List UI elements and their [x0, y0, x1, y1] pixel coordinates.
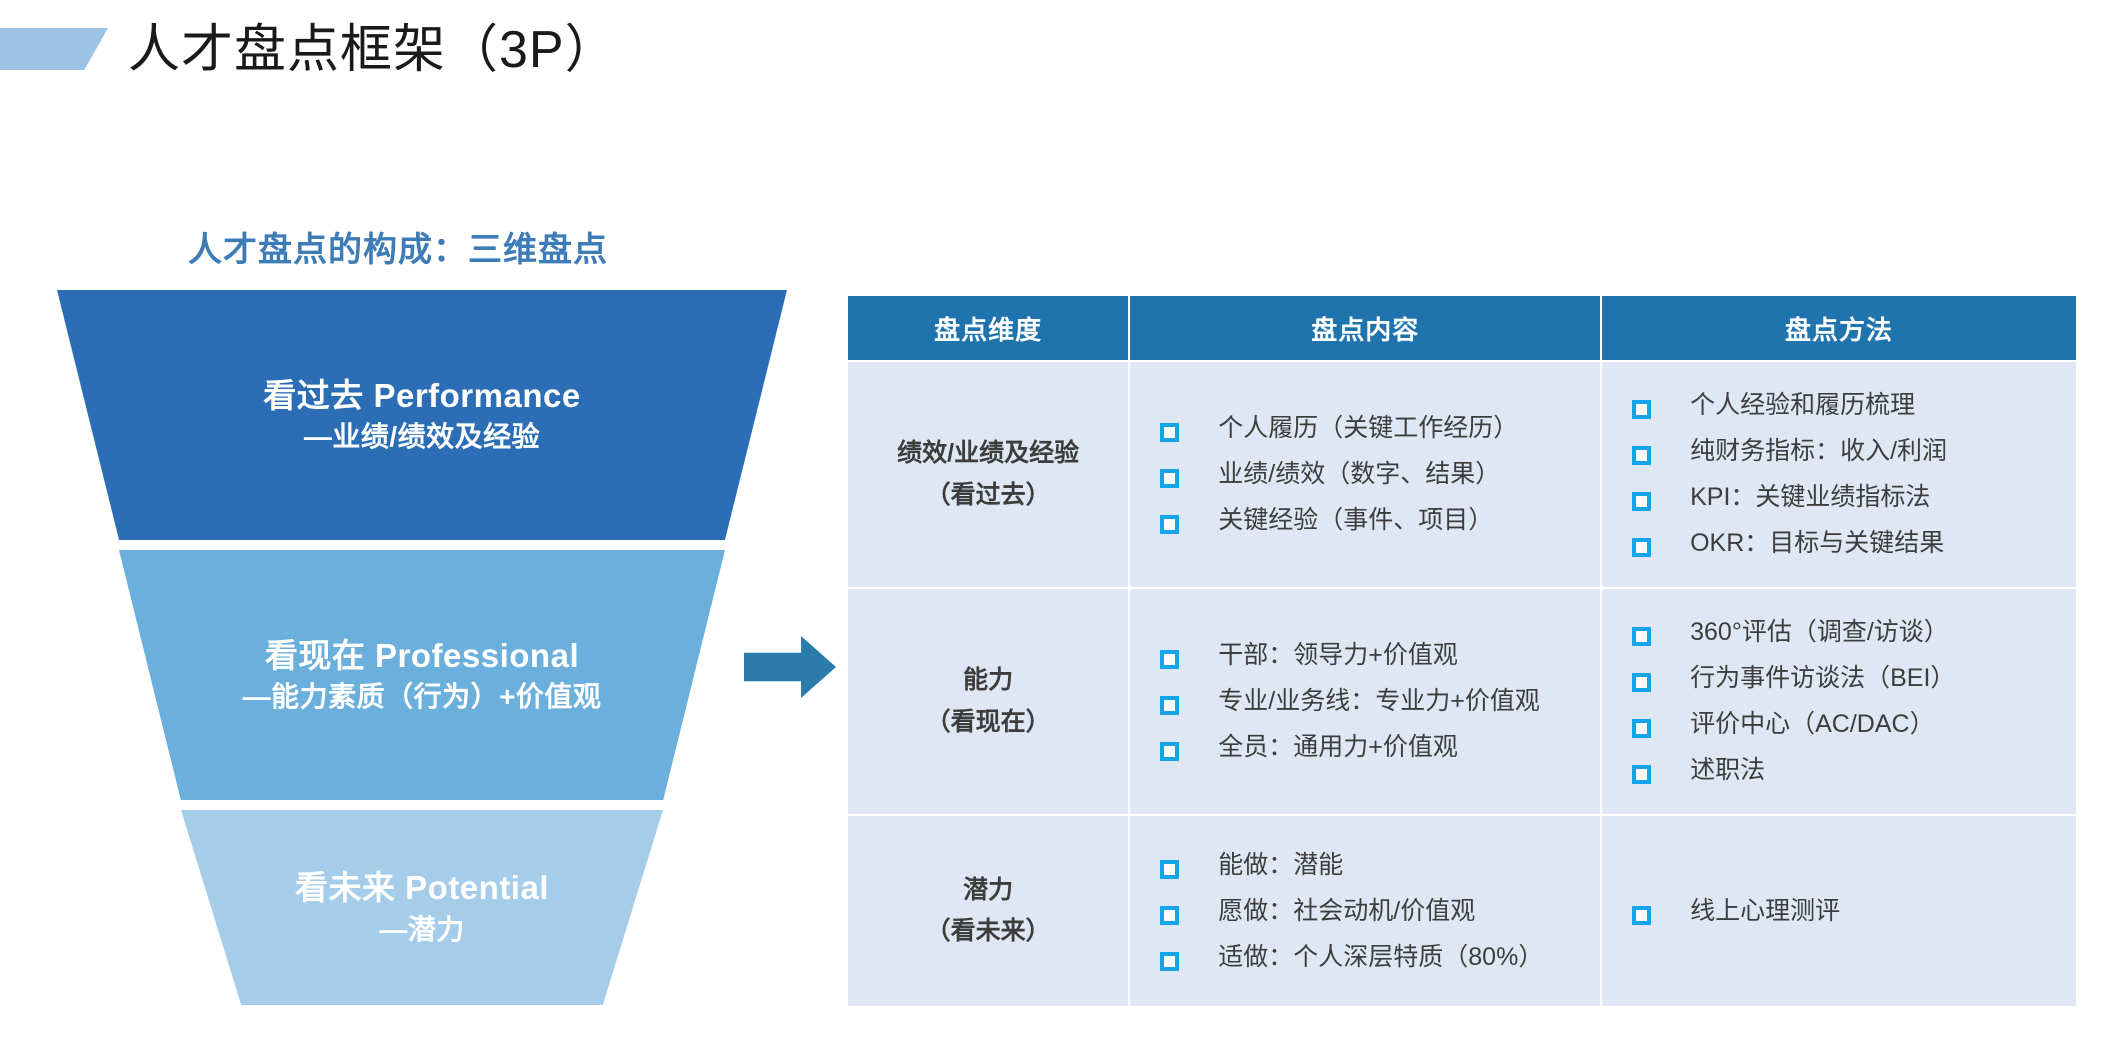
square-bullet-icon [1632, 627, 1652, 646]
list-item: 360°评估（调查/访谈） [1632, 616, 2066, 649]
list-item-label: 个人履历（关键工作经历） [1218, 414, 1519, 442]
square-bullet-icon [1632, 446, 1652, 465]
method-bullet-list: 线上心理测评 [1602, 895, 2076, 928]
funnel-diagram: 看过去 Performance —业绩/绩效及经验 看现在 Profession… [0, 290, 820, 1005]
list-item-label: 评价中心（AC/DAC） [1690, 710, 1935, 738]
square-bullet-icon [1632, 492, 1652, 511]
square-bullet-icon [1632, 719, 1652, 738]
square-bullet-icon [1160, 515, 1180, 534]
square-bullet-icon [1160, 905, 1180, 925]
column-header-content: 盘点内容 [1130, 296, 1601, 360]
list-item-label: 干部：领导力+价值观 [1218, 641, 1458, 669]
column-header-method: 盘点方法 [1602, 296, 2076, 360]
list-item-label: 关键经验（事件、项目） [1218, 506, 1494, 534]
list-item-label: 360°评估（调查/访谈） [1690, 618, 1949, 646]
square-bullet-icon [1160, 696, 1180, 715]
list-item: 干部：领导力+价值观 [1160, 639, 1590, 672]
square-bullet-icon [1632, 673, 1652, 692]
list-item: 述职法 [1632, 754, 2066, 787]
list-item-label: 全员：通用力+价值观 [1218, 733, 1458, 761]
cell-dimension: 绩效/业绩及经验 （看过去） [848, 362, 1129, 587]
list-item-label: 适做：个人深层特质（80%） [1218, 942, 1544, 971]
list-item: 关键经验（事件、项目） [1160, 504, 1590, 537]
square-bullet-icon [1160, 859, 1180, 879]
funnel-segment-professional: 看现在 Professional —能力素质（行为）+价值观 [119, 550, 725, 800]
list-item: 业绩/绩效（数字、结果） [1160, 458, 1590, 491]
dimension-line-2: （看现在） [925, 707, 1051, 736]
dimension-line-1: 绩效/业绩及经验 [897, 439, 1080, 468]
table-row: 能力 （看现在） 干部：领导力+价值观 专业/业务线：专业力+价值观 全员：通用… [848, 589, 2076, 814]
dimension-line-1: 能力 [963, 666, 1014, 695]
page-title: 人才盘点框架（3P） [128, 21, 618, 79]
cell-method: 360°评估（调查/访谈） 行为事件访谈法（BEI） 评价中心（AC/DAC） … [1602, 589, 2076, 814]
funnel-segment-title: 看未来 Potential [294, 869, 550, 907]
dimension-line-2: （看未来） [925, 917, 1051, 945]
funnel-segment-subtitle: —能力素质（行为）+价值观 [242, 681, 602, 713]
method-bullet-list: 个人经验和履历梳理 纯财务指标：收入/利润 KPI：关键业绩指标法 OKR：目标… [1602, 362, 2076, 587]
funnel-segment-title: 看过去 Performance [263, 376, 581, 414]
square-bullet-icon [1160, 742, 1180, 761]
list-item-label: 愿做：社会动机/价值观 [1218, 896, 1476, 925]
funnel-segment-subtitle: —潜力 [379, 913, 465, 945]
cell-content: 干部：领导力+价值观 专业/业务线：专业力+价值观 全员：通用力+价值观 [1130, 589, 1601, 814]
cell-content: 能做：潜能 愿做：社会动机/价值观 适做：个人深层特质（80%） [1130, 816, 1601, 1006]
funnel-segment-title: 看现在 Professional [264, 636, 580, 674]
list-item: KPI：关键业绩指标法 [1632, 481, 2066, 514]
section-subtitle: 人才盘点的构成：三维盘点 [188, 231, 608, 269]
list-item: 能做：潜能 [1160, 849, 1590, 882]
list-item: 专业/业务线：专业力+价值观 [1160, 685, 1590, 718]
funnel-segment-subtitle: —业绩/绩效及经验 [303, 421, 541, 453]
list-item: 全员：通用力+价值观 [1160, 731, 1590, 764]
list-item-label: 纯财务指标：收入/利润 [1690, 437, 1948, 465]
list-item-label: KPI：关键业绩指标法 [1690, 483, 1931, 511]
list-item: 线上心理测评 [1632, 895, 2066, 928]
method-bullet-list: 360°评估（调查/访谈） 行为事件访谈法（BEI） 评价中心（AC/DAC） … [1602, 589, 2076, 814]
square-bullet-icon [1160, 650, 1180, 669]
list-item: 适做：个人深层特质（80%） [1160, 941, 1590, 974]
content-bullet-list: 干部：领导力+价值观 专业/业务线：专业力+价值观 全员：通用力+价值观 [1130, 612, 1600, 791]
list-item-label: 个人经验和履历梳理 [1690, 391, 1916, 419]
square-bullet-icon [1160, 423, 1180, 442]
content-bullet-list: 个人履历（关键工作经历） 业绩/绩效（数字、结果） 关键经验（事件、项目） [1130, 385, 1600, 564]
cell-method: 线上心理测评 [1602, 816, 2076, 1006]
column-header-dimension: 盘点维度 [848, 296, 1129, 360]
inventory-table: 盘点维度 盘点内容 盘点方法 绩效/业绩及经验 （看过去） 个人履历（关键工作经… [846, 294, 2078, 1008]
table-row: 绩效/业绩及经验 （看过去） 个人履历（关键工作经历） 业绩/绩效（数字、结果）… [848, 362, 2076, 587]
list-item-label: 述职法 [1690, 756, 1766, 784]
list-item-label: 专业/业务线：专业力+价值观 [1218, 687, 1540, 715]
square-bullet-icon [1160, 951, 1180, 971]
list-item-label: OKR：目标与关键结果 [1690, 529, 1945, 557]
list-item: 愿做：社会动机/价值观 [1160, 895, 1590, 928]
funnel-segment-performance: 看过去 Performance —业绩/绩效及经验 [57, 290, 787, 540]
square-bullet-icon [1632, 538, 1652, 557]
title-bar: 人才盘点框架（3P） [0, 0, 2106, 110]
list-item-label: 能做：潜能 [1218, 850, 1344, 879]
list-item: OKR：目标与关键结果 [1632, 527, 2066, 560]
list-item: 纯财务指标：收入/利润 [1632, 435, 2066, 468]
content-bullet-list: 能做：潜能 愿做：社会动机/价值观 适做：个人深层特质（80%） [1130, 822, 1600, 1001]
square-bullet-icon [1632, 905, 1652, 925]
cell-method: 个人经验和履历梳理 纯财务指标：收入/利润 KPI：关键业绩指标法 OKR：目标… [1602, 362, 2076, 587]
list-item: 评价中心（AC/DAC） [1632, 708, 2066, 741]
list-item: 个人履历（关键工作经历） [1160, 412, 1590, 445]
cell-dimension: 潜力 （看未来） [848, 816, 1129, 1006]
cell-content: 个人履历（关键工作经历） 业绩/绩效（数字、结果） 关键经验（事件、项目） [1130, 362, 1601, 587]
table-row: 潜力 （看未来） 能做：潜能 愿做：社会动机/价值观 适做：个人深层特质（80%… [848, 816, 2076, 1006]
square-bullet-icon [1632, 765, 1652, 784]
list-item: 个人经验和履历梳理 [1632, 389, 2066, 422]
list-item-label: 行为事件访谈法（BEI） [1690, 664, 1956, 692]
list-item-label: 线上心理测评 [1690, 896, 1841, 925]
list-item-label: 业绩/绩效（数字、结果） [1218, 460, 1501, 488]
dimension-line-2: （看过去） [925, 480, 1051, 509]
list-item: 行为事件访谈法（BEI） [1632, 662, 2066, 695]
cell-dimension: 能力 （看现在） [848, 589, 1129, 814]
dimension-line-1: 潜力 [963, 875, 1014, 904]
square-bullet-icon [1160, 469, 1180, 488]
table-header-row: 盘点维度 盘点内容 盘点方法 [848, 296, 2076, 360]
funnel-segment-potential: 看未来 Potential —潜力 [181, 810, 663, 1005]
square-bullet-icon [1632, 400, 1652, 419]
title-accent-shape [0, 28, 108, 70]
